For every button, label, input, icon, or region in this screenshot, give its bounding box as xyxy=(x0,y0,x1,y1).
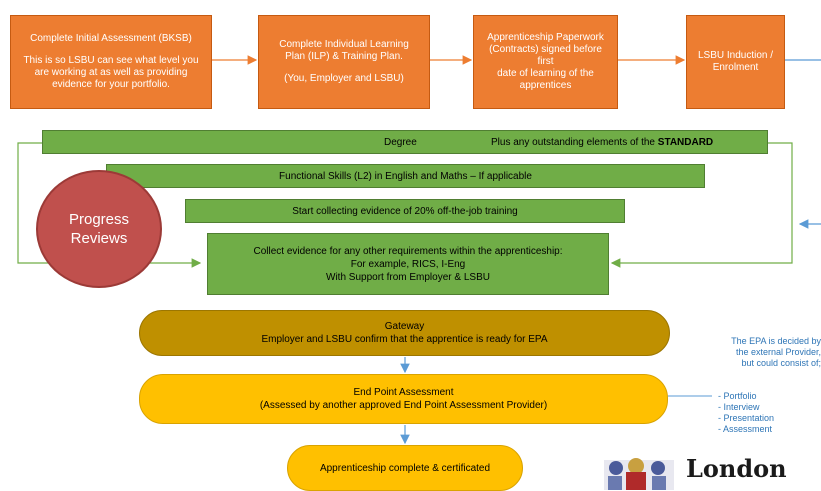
box-paperwork-line4: apprentices xyxy=(519,80,572,91)
box-initial-assessment: Complete Initial Assessment (BKSB) This … xyxy=(10,15,212,109)
bar-degree-extra-bold: STANDARD xyxy=(657,136,714,148)
box-paperwork-line1: Apprenticeship Paperwork xyxy=(487,32,604,43)
box-induction-line1: LSBU Induction / xyxy=(697,50,774,61)
epa-body: (Assessed by another approved End Point … xyxy=(259,400,548,411)
epa-note-intro: The EPA is decided by the external Provi… xyxy=(716,336,821,369)
bar-collect-evidence-line2: For example, RICS, I-Eng xyxy=(350,258,466,270)
epa-note-line3: but could consist of; xyxy=(741,358,821,368)
epa-note-item: - Presentation xyxy=(718,413,775,423)
bar-collect-evidence: Collect evidence for any other requireme… xyxy=(207,233,609,295)
logo-text: London xyxy=(686,454,787,483)
progress-reviews-line2: Reviews xyxy=(70,230,128,247)
bar-collect-evidence-line1: Collect evidence for any other requireme… xyxy=(253,245,563,257)
box-ilp-line3: (You, Employer and LSBU) xyxy=(284,73,404,84)
bar-off-the-job: Start collecting evidence of 20% off-the… xyxy=(185,199,625,223)
bar-collect-evidence-line3: With Support from Employer & LSBU xyxy=(326,271,490,283)
lsbu-logo: London xyxy=(600,452,821,490)
box-ilp-line1: Complete Individual Learning xyxy=(279,39,409,50)
loop-right xyxy=(610,142,793,268)
gateway-title: Gateway xyxy=(384,321,425,332)
bar-degree-extra: Plus any outstanding elements of the STA… xyxy=(491,137,713,148)
epa-note-item: - Assessment xyxy=(718,424,773,434)
box-ilp-line2: Plan (ILP) & Training Plan. xyxy=(285,51,403,62)
box-initial-assessment-title: Complete Initial Assessment (BKSB) xyxy=(30,33,192,44)
epa-note-item: - Interview xyxy=(718,402,760,412)
gateway-stage: Gateway Employer and LSBU confirm that t… xyxy=(139,310,670,356)
bar-degree-label: Degree xyxy=(384,136,417,148)
box-initial-assessment-body: This is so LSBU can see what level you a… xyxy=(23,55,199,90)
bar-functional-skills: Functional Skills (L2) in English and Ma… xyxy=(106,164,705,188)
apprenticeship-complete-stage: Apprenticeship complete & certificated xyxy=(287,445,523,491)
box-paperwork-line2: (Contracts) signed before first xyxy=(489,44,602,67)
crest-icon xyxy=(604,458,674,490)
bar-functional-skills-label: Functional Skills (L2) in English and Ma… xyxy=(279,170,532,182)
epa-note-list: - Portfolio - Interview - Presentation -… xyxy=(718,391,818,435)
epa-title: End Point Assessment xyxy=(353,387,454,398)
gateway-body: Employer and LSBU confirm that the appre… xyxy=(261,334,548,345)
epa-note-line1: The EPA is decided by xyxy=(731,336,821,346)
bar-degree: Degree Plus any outstanding elements of … xyxy=(42,130,768,154)
box-induction-line2: Enrolment xyxy=(712,62,759,73)
progress-reviews-line1: Progress xyxy=(68,211,130,228)
spacer xyxy=(265,63,423,73)
box-induction: LSBU Induction / Enrolment xyxy=(686,15,785,109)
box-paperwork-line3: date of learning of the xyxy=(497,68,594,79)
spacer xyxy=(17,45,205,55)
box-paperwork: Apprenticeship Paperwork (Contracts) sig… xyxy=(473,15,618,109)
box-ilp: Complete Individual Learning Plan (ILP) … xyxy=(258,15,430,109)
bar-off-the-job-label: Start collecting evidence of 20% off-the… xyxy=(292,205,518,217)
complete-label: Apprenticeship complete & certificated xyxy=(319,462,491,474)
epa-note-line2: the external Provider, xyxy=(735,347,821,357)
progress-reviews-circle: Progress Reviews xyxy=(36,170,162,288)
end-point-assessment-stage: End Point Assessment (Assessed by anothe… xyxy=(139,374,668,424)
epa-note-item: - Portfolio xyxy=(718,391,757,401)
bar-degree-extra-text: Plus any outstanding elements of the xyxy=(491,136,655,148)
